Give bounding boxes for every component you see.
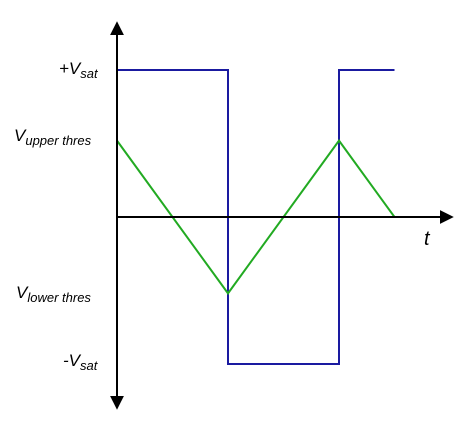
square-wave-output [117, 69, 395, 365]
label-v-sat-positive: +Vsat [59, 59, 99, 81]
label-v-upper-threshold: Vupper thres [14, 126, 92, 148]
label-time-axis: t [424, 228, 431, 250]
label-v-lower-threshold: Vlower thres [16, 283, 91, 305]
label-v-sat-negative: -Vsat [63, 351, 99, 373]
